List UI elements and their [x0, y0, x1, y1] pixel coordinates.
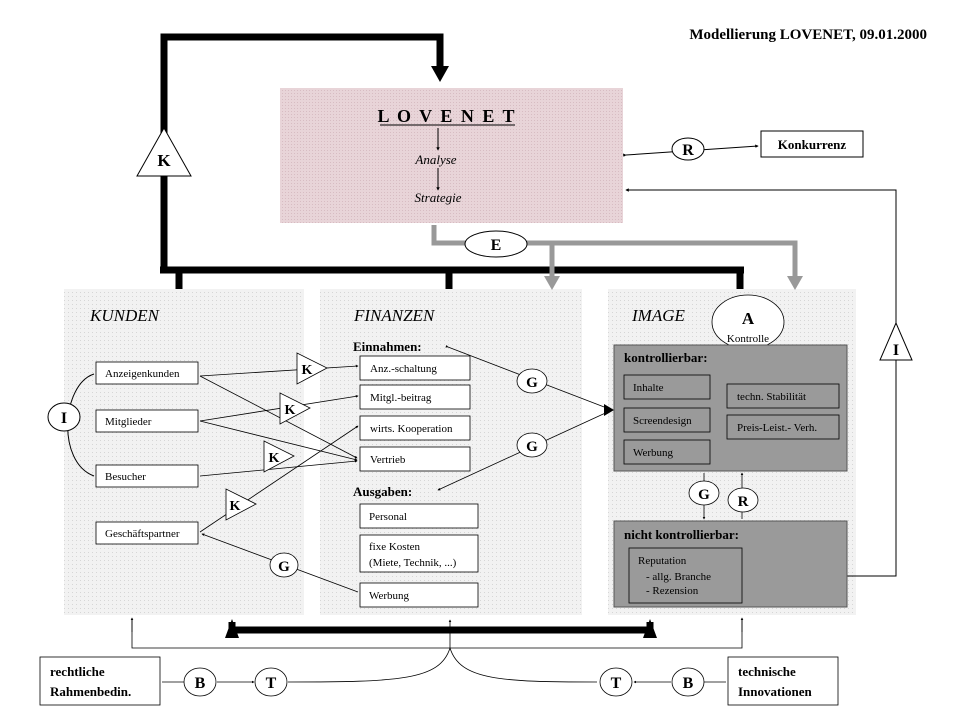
personal-box — [359, 503, 479, 529]
k-label-top: K — [157, 151, 171, 170]
fixe-kosten-label-1: fixe Kosten — [369, 541, 421, 553]
geschaeftspartner-box — [95, 521, 199, 545]
i-triangle-right — [879, 321, 913, 361]
rechtliche-label-2: Rahmenbedin. — [50, 684, 131, 699]
t-oval-left — [254, 667, 288, 697]
besucher-box — [95, 464, 199, 488]
k-triangle-3 — [263, 440, 295, 473]
inhalte-label: Inhalte — [633, 382, 664, 394]
k-label-4: K — [230, 499, 241, 514]
reputation-label: Reputation — [638, 555, 687, 567]
k-label-3: K — [269, 451, 280, 466]
k-label-1: K — [302, 363, 313, 378]
einnahme-label-1: Anz.-schaltung — [370, 363, 437, 375]
g-oval-einnahmen — [516, 368, 548, 394]
technische-box — [727, 656, 839, 706]
einnahme-label-4: Vertrieb — [370, 454, 406, 466]
k-triangle-2 — [279, 392, 311, 425]
inhalte-box — [623, 374, 711, 400]
t-label-left: T — [266, 675, 277, 692]
preis-box — [726, 414, 840, 440]
finanzen-header: FINANZEN — [353, 306, 436, 325]
besucher-label: Besucher — [105, 471, 146, 483]
konkurrenz-box — [760, 130, 864, 158]
einnahmen-label: Einnahmen: — [353, 339, 422, 354]
image-header: IMAGE — [631, 306, 685, 325]
b-oval-left — [183, 667, 217, 697]
technische-label-1: technische — [738, 664, 796, 679]
anzeigenkunden-box — [95, 361, 199, 385]
k-triangle-1 — [296, 352, 328, 385]
strategie-label: Strategie — [415, 190, 462, 205]
g-oval-werbung — [269, 552, 299, 578]
ausgaben-label: Ausgaben: — [353, 484, 412, 499]
i-oval-left — [47, 402, 81, 432]
r-oval-image — [727, 487, 759, 513]
rezension-label: - Rezension — [646, 585, 699, 597]
b-oval-right — [671, 667, 705, 697]
k-label-2: K — [285, 403, 296, 418]
preis-label: Preis-Leist.- Verh. — [737, 422, 817, 434]
branche-label: - allg. Branche — [646, 571, 711, 583]
r-label-image: R — [738, 494, 749, 510]
kunden-header: KUNDEN — [89, 306, 161, 325]
e-oval — [464, 230, 528, 258]
kontrolle-letter: A — [742, 309, 755, 328]
lovenet-box — [280, 88, 623, 223]
anzeigenkunden-label: Anzeigenkunden — [105, 368, 180, 380]
einnahme-box-4 — [359, 446, 471, 472]
b-label-right: B — [683, 675, 694, 692]
werbung-ausgabe-label: Werbung — [369, 590, 410, 602]
i-label-right: I — [893, 342, 899, 359]
nicht-kontrollierbar-label: nicht kontrollierbar: — [624, 527, 739, 542]
g-label-image: G — [698, 487, 710, 503]
g-oval-image — [688, 480, 720, 506]
einnahme-label-3: wirts. Kooperation — [370, 423, 453, 435]
werbung-ausgabe-box — [359, 582, 479, 608]
g-label-einnahmen: G — [526, 375, 538, 391]
stabilitaet-label: techn. Stabilität — [737, 391, 806, 403]
stabilitaet-box — [726, 383, 840, 409]
einnahme-box-3 — [359, 415, 471, 441]
r-label-top: R — [682, 142, 694, 159]
g-oval-ausgaben — [516, 432, 548, 458]
werbung-image-box — [623, 439, 711, 465]
technische-label-2: Innovationen — [738, 684, 812, 699]
screendesign-box — [623, 407, 711, 433]
kontrolle-label: Kontrolle — [727, 333, 769, 345]
g-label-ausgaben: G — [526, 439, 538, 455]
werbung-image-label: Werbung — [633, 447, 674, 459]
geschaeftspartner-label: Geschäftspartner — [105, 528, 180, 540]
konkurrenz-label: Konkurrenz — [778, 137, 847, 152]
screendesign-label: Screendesign — [633, 415, 692, 427]
personal-label: Personal — [369, 511, 407, 523]
kontrollierbar-label: kontrollierbar: — [624, 350, 708, 365]
e-label: E — [491, 237, 502, 254]
einnahme-label-2: Mitgl.-beitrag — [370, 392, 432, 404]
diagram-title: Modellierung LOVENET, 09.01.2000 — [689, 27, 927, 43]
i-label-left: I — [61, 410, 67, 427]
analyse-label: Analyse — [414, 152, 456, 167]
k-triangle-4 — [225, 488, 257, 521]
fixe-kosten-label-2: (Miete, Technik, ...) — [369, 557, 457, 569]
g-label-werbung: G — [278, 559, 290, 575]
reputation-box — [628, 547, 743, 604]
rechtliche-label-1: rechtliche — [50, 664, 105, 679]
fixe-kosten-box — [359, 534, 479, 573]
b-label-left: B — [195, 675, 206, 692]
mitglieder-box — [95, 409, 199, 433]
r-oval-top — [671, 137, 705, 161]
t-label-right: T — [611, 675, 622, 692]
k-triangle-top — [136, 126, 192, 177]
rechtliche-box — [39, 656, 161, 706]
t-oval-right — [599, 667, 633, 697]
mitglieder-label: Mitglieder — [105, 416, 152, 428]
lovenet-title: L O V E N E T — [377, 106, 516, 126]
